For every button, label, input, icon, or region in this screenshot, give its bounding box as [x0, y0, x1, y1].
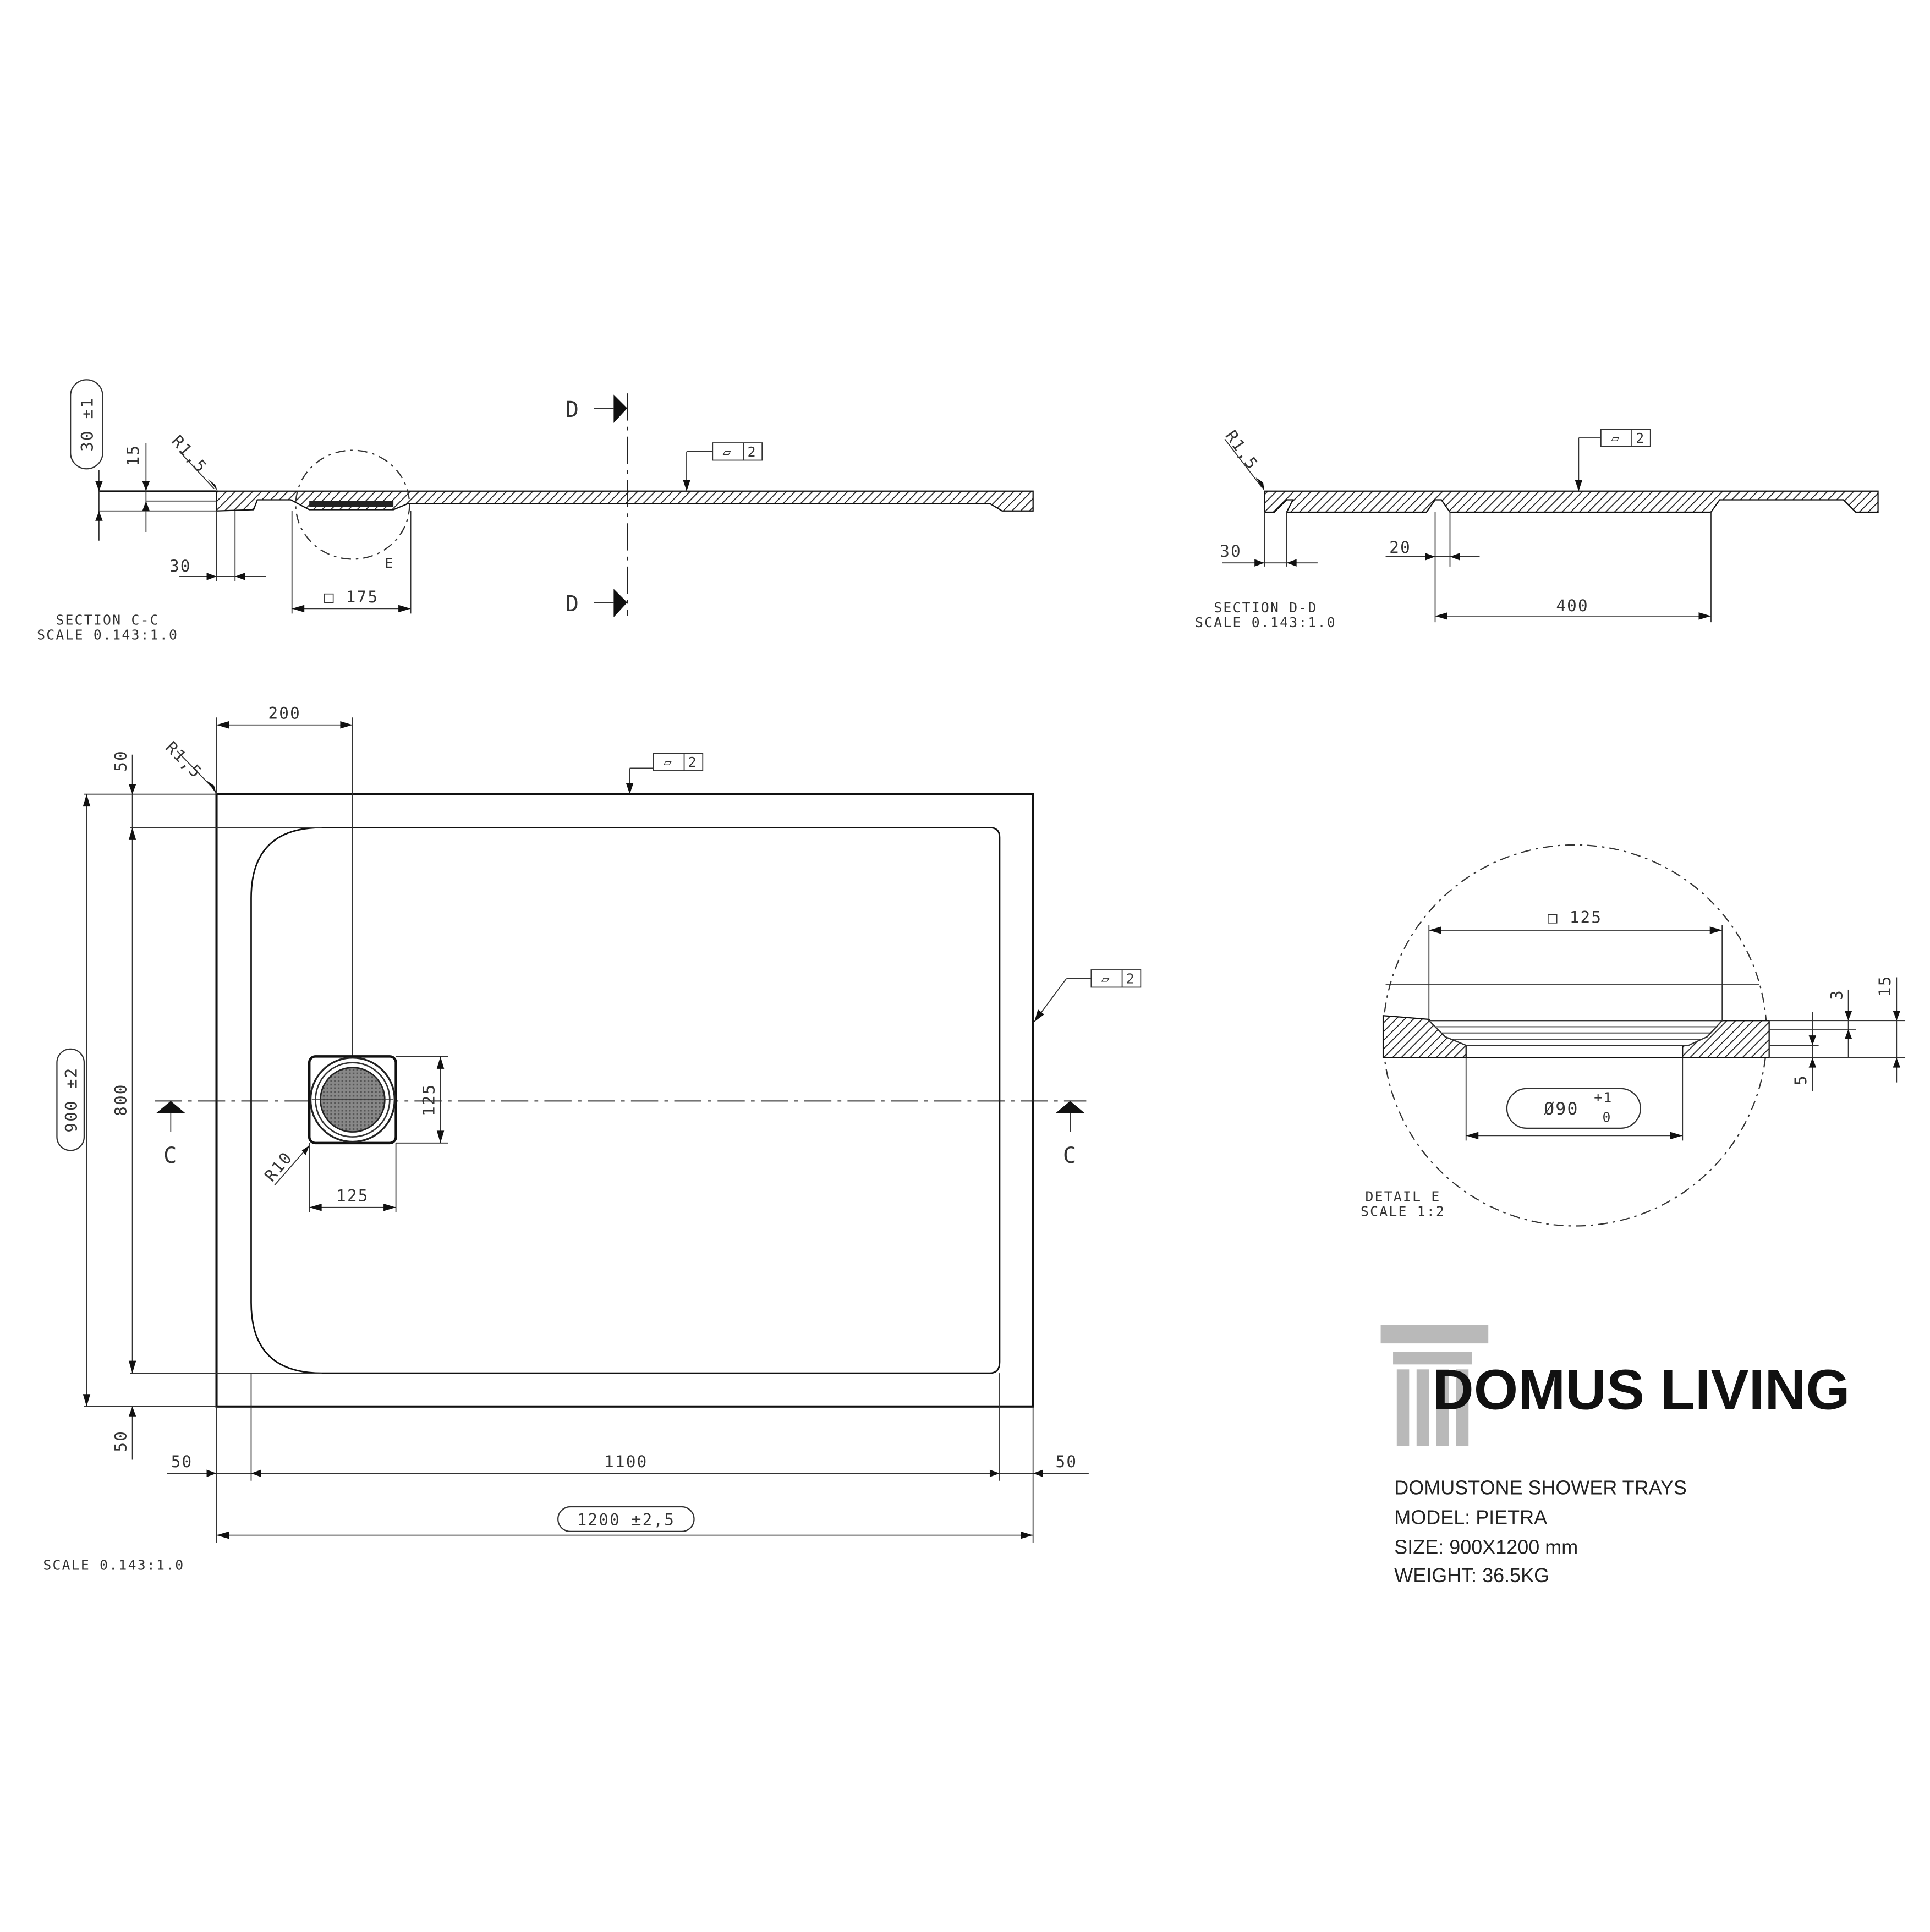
branding: DOMUS LIVING DOMUSTONE SHOWER TRAYS MODE… — [1380, 1325, 1850, 1587]
tray-basin — [250, 827, 1001, 1374]
tol-upper: +1 — [1594, 1090, 1613, 1106]
dim-20: 20 — [1389, 538, 1411, 557]
flatness-icon: ▱ — [723, 444, 732, 460]
tolerance-frame — [1506, 1088, 1641, 1129]
detail-e-scale: SCALE 1:2 — [1361, 1203, 1445, 1219]
cut-label-c-right: C — [1063, 1142, 1078, 1168]
dim-total-height: 900 ±2 — [62, 1067, 80, 1133]
detail-e-title: DETAIL E — [1366, 1189, 1441, 1205]
section-cc-profile — [216, 490, 1034, 512]
section-dd-profile — [1264, 490, 1879, 513]
tolerance-frame — [56, 1048, 85, 1151]
dim-radius: R1,5 — [168, 432, 211, 477]
dim-3: 3 — [1827, 989, 1846, 1000]
cut-label-d-top: D — [566, 396, 580, 422]
dim-inner-height: 800 — [111, 1083, 130, 1116]
dim-top-50: 50 — [111, 750, 130, 772]
tol-lower: 0 — [1603, 1110, 1612, 1126]
section-cc-title: SECTION C-C — [56, 612, 159, 628]
cut-label-c-left: C — [163, 1142, 178, 1168]
brand-name: DOMUS LIVING — [1433, 1357, 1850, 1421]
product-line: DOMUSTONE SHOWER TRAYS — [1394, 1476, 1687, 1499]
flatness-value: 2 — [1636, 430, 1645, 446]
flatness-frame — [712, 442, 763, 461]
dim-thickness: 30 ±1 — [78, 397, 97, 452]
dim-left-50: 50 — [171, 1452, 193, 1471]
dim-bottom-50: 50 — [111, 1430, 130, 1452]
tolerance-frame — [70, 379, 103, 470]
dim-15: 15 — [124, 444, 142, 466]
tray-outline — [215, 793, 1034, 1408]
section-c-c: 30 ±1 15 R1,5 30 E □ 175 D D — [37, 379, 1034, 643]
tolerance-frame — [557, 1506, 695, 1533]
plan-view: 900 ±2 800 50 50 R1,5 200 ▱ 2 — [43, 704, 1142, 1573]
dim-radius: R1,5 — [162, 738, 206, 782]
product-size: SIZE: 900X1200 mm — [1394, 1535, 1578, 1558]
flatness-frame — [1600, 429, 1651, 447]
dim-inner-width: 1100 — [604, 1452, 648, 1471]
section-dd-scale: SCALE 0.143:1.0 — [1195, 614, 1336, 630]
drain — [308, 1055, 397, 1145]
dim-30: 30 — [1220, 542, 1242, 561]
dim-5: 5 — [1791, 1074, 1810, 1085]
dim-outlet-diameter: Ø90 — [1544, 1099, 1579, 1119]
section-cc-scale: SCALE 0.143:1.0 — [37, 627, 178, 643]
section-dd-title: SECTION D-D — [1214, 600, 1317, 616]
column-logo-icon — [1380, 1325, 1489, 1446]
dim-drain-width: 125 — [336, 1187, 369, 1205]
product-weight: WEIGHT: 36.5KG — [1394, 1564, 1549, 1587]
flatness-value: 2 — [748, 444, 757, 460]
dim-drain: □ 175 — [324, 588, 379, 606]
dim-total-width: 1200 ±2,5 — [577, 1511, 676, 1529]
cut-label-d-bottom: D — [566, 590, 580, 617]
flatness-value: 2 — [688, 754, 698, 770]
dim-400: 400 — [1556, 596, 1589, 615]
detail-e-marker — [295, 449, 410, 560]
dim-drain-height: 125 — [419, 1083, 438, 1116]
detail-e: □ 125 Ø90 +1 0 3 15 5 DETAIL E SCALE 1:2 — [1361, 844, 1906, 1227]
dim-radius: R1,5 — [1221, 427, 1262, 474]
product-model: MODEL: PIETRA — [1394, 1506, 1547, 1528]
flatness-frame-top — [653, 753, 704, 771]
flatness-frame-right — [1090, 969, 1142, 988]
flatness-value: 2 — [1126, 971, 1136, 987]
dim-15: 15 — [1876, 975, 1894, 997]
flatness-icon: ▱ — [1101, 971, 1111, 987]
dim-125: □ 125 — [1548, 908, 1602, 927]
flatness-icon: ▱ — [1611, 430, 1620, 446]
section-d-d: R1,5 30 20 400 ▱ 2 SECTION D-D SCALE 0.1… — [1195, 427, 1879, 630]
detail-label: E — [385, 555, 394, 571]
dim-right-50: 50 — [1056, 1452, 1078, 1471]
drain-body — [309, 501, 394, 507]
flatness-icon: ▱ — [664, 754, 673, 770]
dim-30: 30 — [169, 557, 191, 575]
plan-scale: SCALE 0.143:1.0 — [43, 1557, 184, 1573]
dim-200: 200 — [268, 704, 301, 723]
